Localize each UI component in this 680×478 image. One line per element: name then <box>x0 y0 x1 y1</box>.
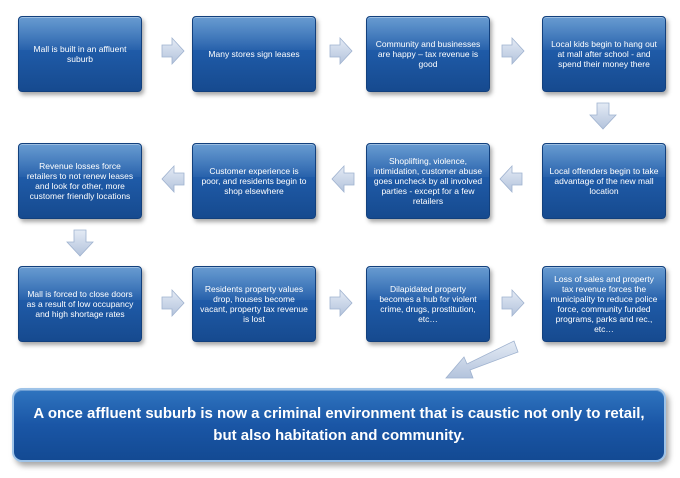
step-text: Community and businesses are happy – tax… <box>375 39 481 69</box>
step-dilapidated-property: Dilapidated property becomes a hub for v… <box>366 266 490 342</box>
arrow-left-1 <box>499 164 523 194</box>
conclusion-text: A once affluent suburb is now a criminal… <box>33 405 645 444</box>
step-text: Local offenders begin to take advantage … <box>549 166 659 196</box>
step-municipality-cuts: Loss of sales and property tax revenue f… <box>542 266 666 342</box>
step-mall-closes: Mall is forced to close doors as a resul… <box>18 266 142 342</box>
arrow-right-2 <box>329 36 353 66</box>
arrow-right-4 <box>161 288 185 318</box>
arrow-left-3 <box>161 164 185 194</box>
arrow-right-6 <box>501 288 525 318</box>
step-text: Loss of sales and property tax revenue f… <box>550 274 658 334</box>
step-text: Residents property values drop, houses b… <box>200 284 308 324</box>
arrow-right-1 <box>161 36 185 66</box>
step-text: Many stores sign leases <box>208 49 300 59</box>
step-mall-built: Mall is built in an affluent suburb <box>18 16 142 92</box>
arrow-right-5 <box>329 288 353 318</box>
arrow-right-3 <box>501 36 525 66</box>
step-text: Dilapidated property becomes a hub for v… <box>379 284 477 324</box>
step-stores-sign-leases: Many stores sign leases <box>192 16 316 92</box>
conclusion-banner: A once affluent suburb is now a criminal… <box>12 388 666 462</box>
arrow-diagonal <box>445 340 519 379</box>
step-text: Revenue losses force retailers to not re… <box>26 161 134 201</box>
step-text: Mall is built in an affluent suburb <box>33 44 127 64</box>
step-kids-hang-out: Local kids begin to hang out at mall aft… <box>542 16 666 92</box>
arrow-left-2 <box>331 164 355 194</box>
step-revenue-losses: Revenue losses force retailers to not re… <box>18 143 142 219</box>
step-text: Shoplifting, violence, intimidation, cus… <box>373 156 483 206</box>
step-text: Mall is forced to close doors as a resul… <box>26 289 134 319</box>
step-customer-experience-poor: Customer experience is poor, and residen… <box>192 143 316 219</box>
step-shoplifting-violence: Shoplifting, violence, intimidation, cus… <box>366 143 490 219</box>
step-community-happy: Community and businesses are happy – tax… <box>366 16 490 92</box>
step-text: Customer experience is poor, and residen… <box>201 166 307 196</box>
arrow-down-1 <box>589 102 617 130</box>
arrow-down-2 <box>66 229 94 257</box>
step-text: Local kids begin to hang out at mall aft… <box>551 39 657 69</box>
step-property-values-drop: Residents property values drop, houses b… <box>192 266 316 342</box>
step-local-offenders: Local offenders begin to take advantage … <box>542 143 666 219</box>
